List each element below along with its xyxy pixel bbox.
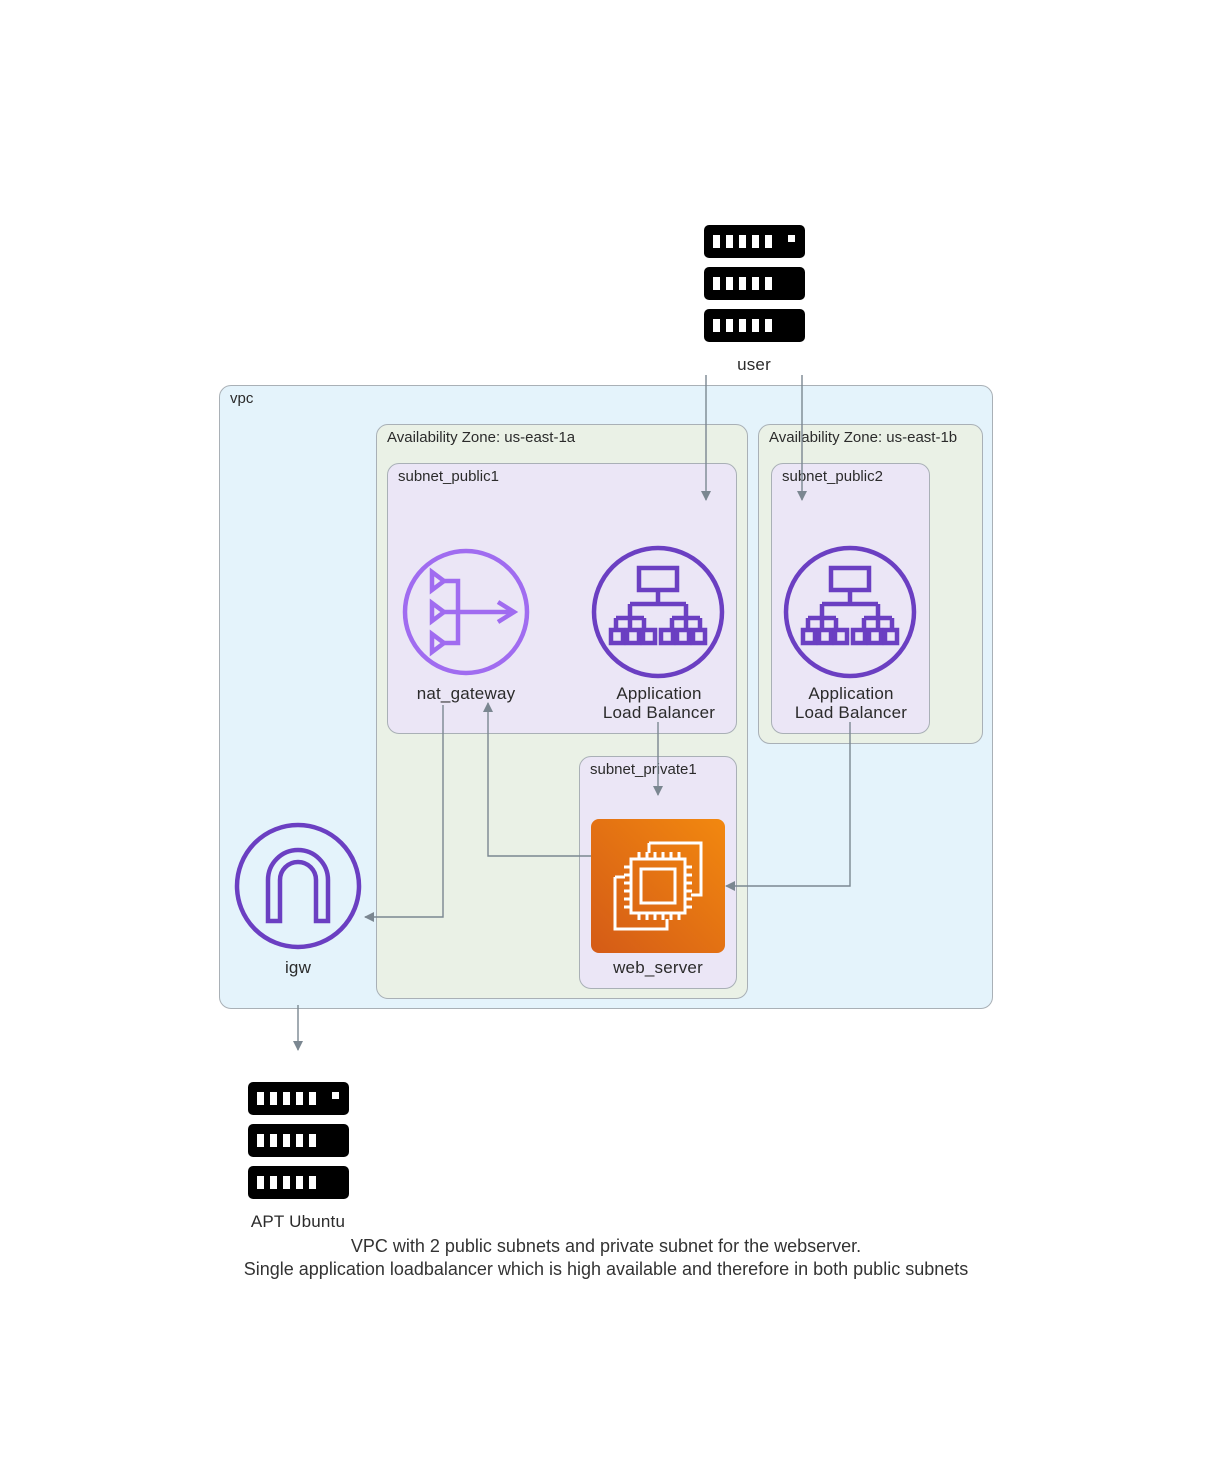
availability-zone-a-label: Availability Zone: us-east-1a — [387, 429, 576, 446]
user-label: user — [737, 355, 771, 374]
subnet-public1-label: subnet_public1 — [398, 468, 499, 485]
igw-label: igw — [284, 958, 312, 977]
edge-web-server-to-nat-gateway — [483, 702, 591, 857]
caption-line-1: VPC with 2 public subnets and private su… — [350, 1236, 862, 1256]
vpc-label: vpc — [230, 390, 254, 407]
subnet-public1-cluster: subnet_public1 — [387, 463, 737, 734]
application-load-balancer-icon — [783, 545, 917, 679]
server-icon — [704, 225, 805, 342]
edge-alb2-to-web-server — [725, 722, 851, 891]
caption-line-2: Single application loadbalancer which is… — [243, 1259, 969, 1279]
diagram-caption: VPC with 2 public subnets and private su… — [0, 1235, 1212, 1281]
apt-ubuntu-label: APT Ubuntu — [250, 1212, 346, 1231]
nat-gateway-label: nat_gateway — [416, 684, 516, 703]
availability-zone-b-label: Availability Zone: us-east-1b — [769, 429, 958, 446]
edge-nat-gateway-to-igw — [364, 705, 444, 922]
subnet-private1-label: subnet_private1 — [590, 761, 697, 778]
ec2-instance-icon — [591, 819, 725, 953]
alb1-label: Application Load Balancer — [602, 684, 716, 722]
subnet-public2-label: subnet_public2 — [782, 468, 883, 485]
server-icon — [248, 1082, 349, 1199]
alb2-label: Application Load Balancer — [794, 684, 908, 722]
web-server-label: web_server — [613, 958, 703, 977]
internet-gateway-icon — [234, 822, 362, 950]
application-load-balancer-icon — [591, 545, 725, 679]
nat-gateway-icon — [402, 548, 530, 676]
